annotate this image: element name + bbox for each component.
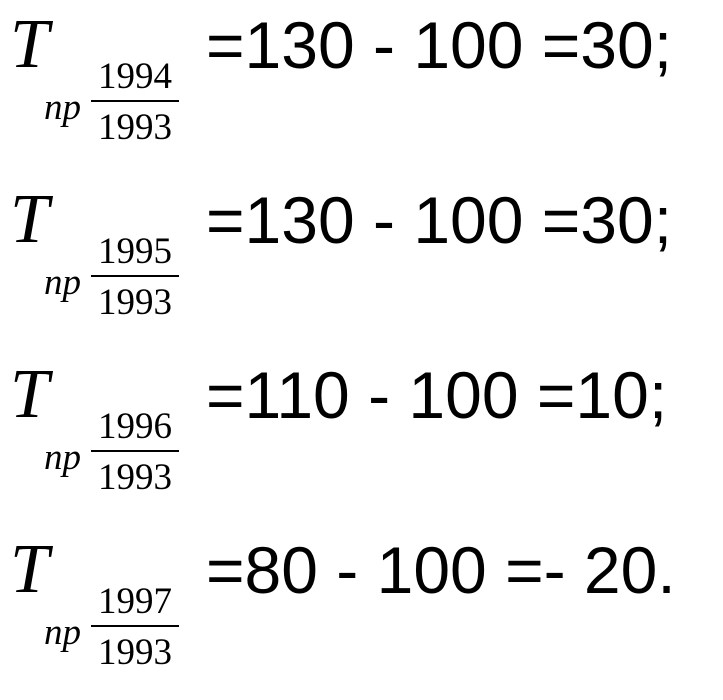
formula-subscript: np — [44, 262, 81, 303]
formula-subscript: np — [44, 437, 81, 478]
fraction-numerator: 1997 — [98, 581, 172, 622]
formula-subscript: np — [44, 87, 81, 128]
formula-expression: =130 - 100 =30; — [206, 8, 673, 82]
fraction-denominator: 1993 — [98, 107, 172, 148]
year-fraction: 1997 1993 — [91, 583, 179, 671]
fraction-denominator: 1993 — [98, 632, 172, 673]
formula-symbol: T — [10, 356, 49, 433]
fraction-bar — [91, 275, 179, 277]
fraction-bar — [91, 100, 179, 102]
year-fraction: 1996 1993 — [91, 408, 179, 496]
fraction-numerator: 1994 — [98, 56, 172, 97]
year-fraction: 1995 1993 — [91, 233, 179, 321]
fraction-denominator: 1993 — [98, 457, 172, 498]
formula-subscript: np — [44, 612, 81, 653]
formula-1994: T np 1994 1993 =130 - 100 =30; — [0, 0, 723, 175]
formula-1995: T np 1995 1993 =130 - 100 =30; — [0, 175, 723, 350]
formula-symbol: T — [10, 531, 49, 608]
formula-1996: T np 1996 1993 =110 - 100 =10; — [0, 350, 723, 525]
formula-symbol: T — [10, 6, 49, 83]
formula-expression: =80 - 100 =- 20. — [206, 533, 676, 607]
formula-1997: T np 1997 1993 =80 - 100 =- 20. — [0, 525, 723, 700]
formula-symbol: T — [10, 181, 49, 258]
formula-expression: =110 - 100 =10; — [206, 358, 668, 432]
fraction-bar — [91, 450, 179, 452]
fraction-numerator: 1996 — [98, 406, 172, 447]
fraction-bar — [91, 625, 179, 627]
year-fraction: 1994 1993 — [91, 58, 179, 146]
formula-expression: =130 - 100 =30; — [206, 183, 673, 257]
fraction-denominator: 1993 — [98, 282, 172, 323]
fraction-numerator: 1995 — [98, 231, 172, 272]
